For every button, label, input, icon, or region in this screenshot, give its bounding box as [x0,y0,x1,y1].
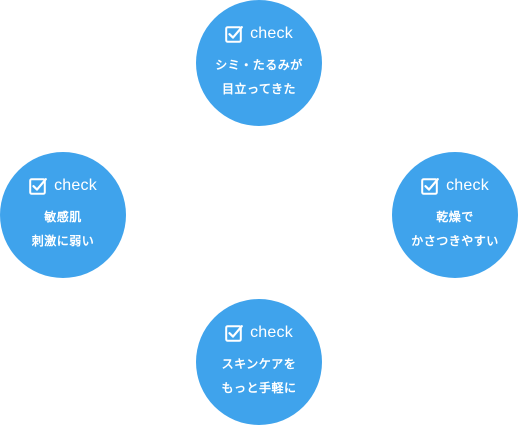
concern-line-1: スキンケアを [221,357,297,371]
concern-line-2: かさつきやすい [411,234,499,248]
check-circle-dryness: check 乾燥で かさつきやすい [392,152,518,278]
check-header: check [225,322,293,344]
check-label: check [54,177,97,194]
concern-line-1: シミ・たるみが [215,58,303,72]
check-label: check [250,25,293,42]
concern-text: シミ・たるみが 目立ってきた [215,53,303,101]
concern-line-2: 目立ってきた [221,82,297,96]
concern-line-1: 敏感肌 [44,210,82,224]
checkbox-checked-icon [29,177,47,195]
check-header: check [225,23,293,45]
concern-text: 敏感肌 刺激に弱い [32,205,95,253]
check-label: check [446,177,489,194]
concern-text: スキンケアを もっと手軽に [221,352,296,400]
checkbox-checked-icon [225,25,243,43]
checkbox-checked-icon [225,324,243,342]
check-header: check [421,175,489,197]
checkbox-checked-icon [421,177,439,195]
concern-line-2: もっと手軽に [221,381,297,395]
check-circle-skincare: check スキンケアを もっと手軽に [196,299,322,425]
check-circle-sensitive: check 敏感肌 刺激に弱い [0,152,126,278]
concern-text: 乾燥で かさつきやすい [411,205,499,253]
concern-line-1: 乾燥で [436,210,474,224]
check-header: check [29,175,97,197]
check-label: check [250,324,293,341]
concern-line-2: 刺激に弱い [31,234,95,248]
check-circle-aging: check シミ・たるみが 目立ってきた [196,0,322,126]
